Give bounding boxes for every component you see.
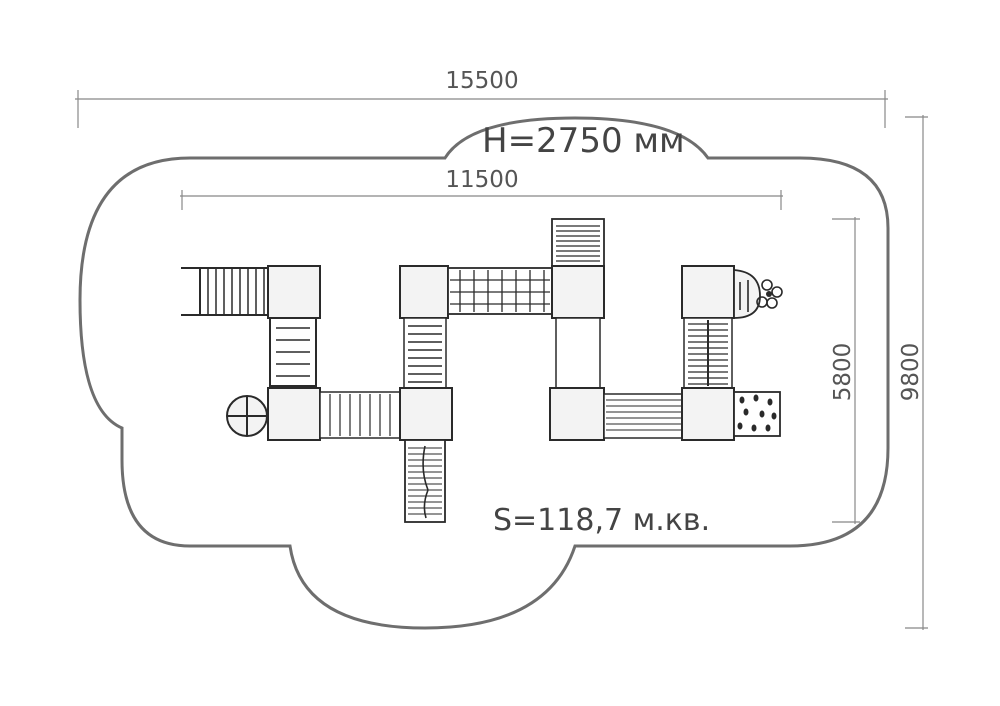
ladder-tower-4 [683,317,733,389]
net-bridge [447,267,553,315]
climbing-hold [771,412,777,420]
tower-2-bottom [399,387,453,441]
ladder-tower-3-top [551,218,605,268]
climbing-hold [739,396,745,404]
playground-structure [181,218,783,523]
tower-4-top [681,265,735,319]
bridge-1 [319,391,401,439]
overall-height-label: 9800 [898,343,924,402]
tower-3-top [551,265,605,319]
climbing-wall-panel [733,391,781,437]
dimension-inner-height: 5800 [830,217,860,524]
climbing-hold [759,410,765,418]
dimension-inner-width: 11500 [180,167,783,210]
steering-wheel-panel [226,395,268,437]
dome-panel [733,269,761,319]
ladder-tower-2 [403,317,447,389]
slide-bottom [404,439,446,523]
climbing-hold [737,422,743,430]
inner-width-label: 11500 [445,167,518,193]
tower-1-top [267,265,321,319]
ladder-tower-1 [269,317,317,387]
climbing-hold [765,424,771,432]
height-label: H=2750 мм [482,121,685,161]
dimension-overall-width: 15500 [75,68,888,128]
dimension-overall-height: 9800 [898,115,928,630]
tower-3-bottom [549,387,605,441]
climbing-hold [767,398,773,406]
tower-2-top [399,265,449,319]
overall-width-label: 15500 [445,68,518,94]
area-label: S=118,7 м.кв. [493,503,710,538]
climbing-hold [743,408,749,416]
safety-zone-outline [78,116,890,630]
tower-4-bottom [681,387,735,441]
bridge-2 [603,393,685,439]
inner-height-label: 5800 [830,343,856,402]
climbing-hold [753,394,759,402]
slide-top-left [181,267,270,316]
tower-3-column [555,317,601,389]
flower-decoration-icon [756,279,783,309]
climbing-hold [751,424,757,432]
tower-1-bottom [267,387,321,441]
